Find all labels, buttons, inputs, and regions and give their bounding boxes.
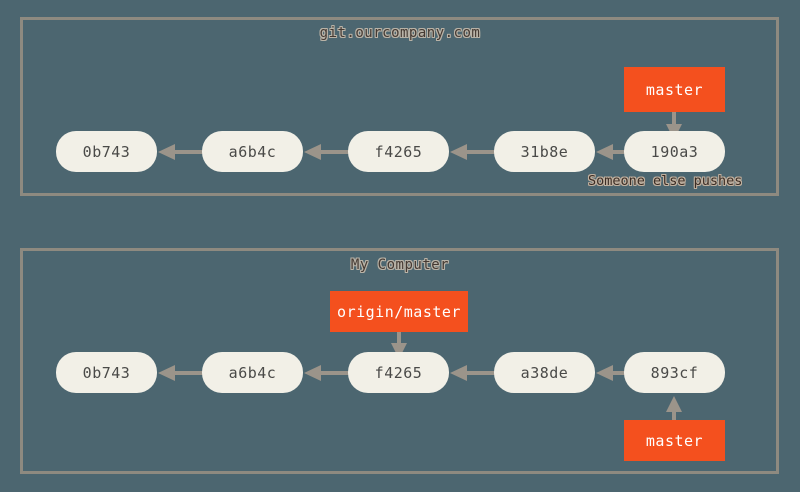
arrow-ref-origin-master-to-f4265 xyxy=(389,330,409,359)
commit-node[interactable]: f4265 xyxy=(348,352,449,393)
ref-label-master-local[interactable]: master xyxy=(624,420,725,461)
arrow-a6b4c-to-0b743-local xyxy=(158,364,206,382)
commit-node[interactable]: 31b8e xyxy=(494,131,595,172)
commit-node[interactable]: a6b4c xyxy=(202,131,303,172)
commit-node[interactable]: f4265 xyxy=(348,131,449,172)
panel-local-title: My Computer xyxy=(350,257,450,273)
arrow-31b8e-to-f4265 xyxy=(450,143,498,161)
commit-node[interactable]: 0b743 xyxy=(56,352,157,393)
commit-node[interactable]: 190a3 xyxy=(624,131,725,172)
annotation-someone-else-pushes: Someone else pushes xyxy=(588,173,743,189)
commit-node[interactable]: 893cf xyxy=(624,352,725,393)
arrow-a6b4c-to-0b743 xyxy=(158,143,206,161)
commit-node[interactable]: a6b4c xyxy=(202,352,303,393)
arrow-f4265-to-a6b4c-local xyxy=(304,364,352,382)
arrow-f4265-to-a6b4c xyxy=(304,143,352,161)
ref-label-origin-master[interactable]: origin/master xyxy=(330,291,468,332)
commit-node[interactable]: a38de xyxy=(494,352,595,393)
panel-remote-title: git.ourcompany.com xyxy=(319,25,481,41)
panel-local-repository xyxy=(20,248,779,474)
commit-node[interactable]: 0b743 xyxy=(56,131,157,172)
arrow-a38de-to-f4265 xyxy=(450,364,498,382)
ref-label-master-remote[interactable]: master xyxy=(624,67,725,112)
panel-remote-repository xyxy=(20,17,779,196)
